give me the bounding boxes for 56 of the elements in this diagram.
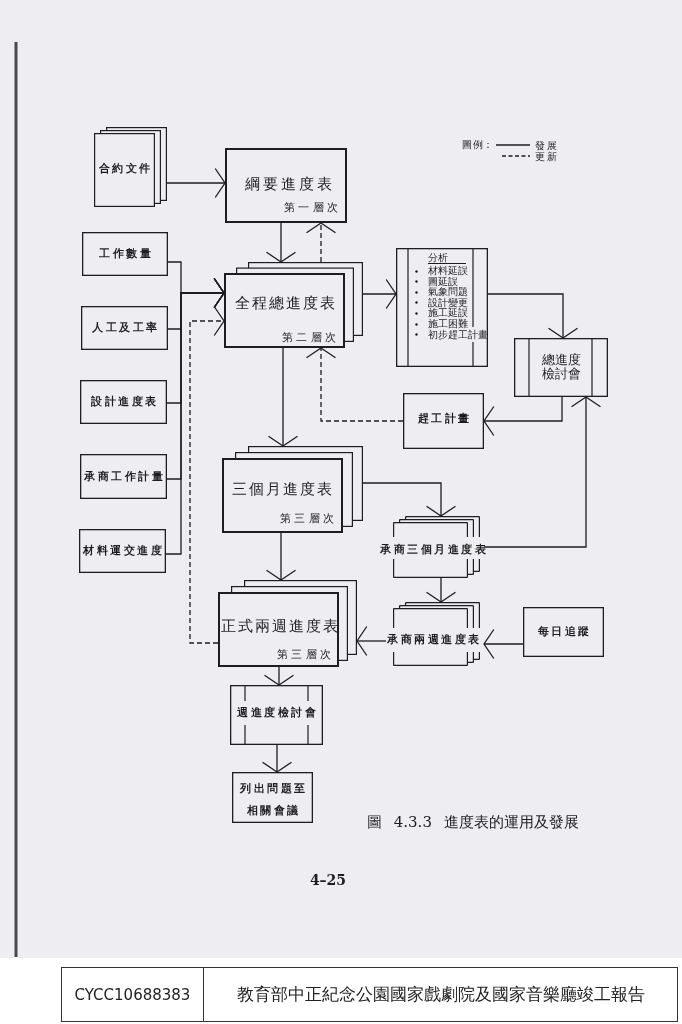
stacked-box	[224, 262, 363, 348]
process-box: 每日追蹤	[523, 607, 604, 657]
level-label: 第一層次	[283, 202, 342, 214]
process-box: 材料運交進度	[79, 529, 166, 573]
arrow	[362, 482, 457, 517]
footer-id-cell: CYCC10688383	[61, 967, 204, 1022]
arrow	[362, 278, 397, 310]
dashed-arrow	[305, 347, 404, 422]
legend-label: 發展	[535, 139, 559, 151]
predefined-process-box: 總進度檢討會	[514, 338, 608, 397]
list-item: 施工延誤	[428, 308, 468, 319]
list-item: 初步趕工計畫	[428, 329, 488, 340]
process-box: 承商工作計量	[80, 454, 167, 499]
arrow	[166, 167, 226, 199]
stacked-box	[222, 446, 363, 533]
box-title: 三個月進度表	[232, 482, 334, 498]
arrow	[267, 347, 299, 447]
list-item: 圖延誤	[428, 276, 458, 287]
process-box: 設計進度表	[80, 380, 167, 424]
legend-title: 圖例：	[462, 139, 494, 151]
page-number: 4–25	[309, 873, 347, 889]
list-item: 材料延誤	[428, 266, 468, 276]
figure-caption: 圖 4.3.3 進度表的運用及發展	[367, 813, 579, 831]
box-title: 綱要進度表	[244, 175, 335, 193]
list-heading: 分析	[428, 252, 466, 264]
process-box: 列出問題至相關會議	[232, 772, 313, 823]
arrow	[487, 293, 579, 339]
process-box	[225, 148, 347, 223]
dashed-arrow	[189, 305, 225, 644]
box-title: 正式兩週進度表	[220, 619, 340, 635]
process-box: 人工及工率	[81, 306, 168, 350]
level-label: 第三層次	[276, 649, 335, 661]
process-box: 工作數量	[82, 232, 168, 276]
arrow	[263, 666, 295, 686]
arrow	[261, 744, 293, 773]
footer-title-cell: 教育部中正紀念公園國家戲劇院及國家音樂廳竣工報告	[204, 967, 678, 1022]
arrow	[356, 625, 387, 657]
process-box: 趕工計畫	[403, 393, 484, 449]
dashed-arrow	[305, 222, 337, 263]
legend-label: 更新	[535, 150, 559, 162]
arrow	[425, 577, 457, 603]
arrow	[165, 277, 225, 555]
list-box	[396, 248, 488, 367]
arrow	[265, 222, 297, 263]
arrow	[483, 628, 524, 660]
list-item: 施工困難	[428, 319, 468, 329]
level-label: 第三層次	[279, 513, 338, 525]
box-title: 全程總進度表	[235, 296, 337, 312]
predefined-process-box: 週進度檢討會	[230, 685, 323, 745]
arrow	[483, 396, 563, 437]
stacked-box	[218, 580, 357, 667]
arrow	[265, 532, 297, 581]
list-item: 設計變更	[428, 297, 468, 308]
list-item: 氣象問題	[428, 287, 468, 298]
arrow	[483, 396, 602, 548]
level-label: 第二層次	[281, 332, 340, 344]
